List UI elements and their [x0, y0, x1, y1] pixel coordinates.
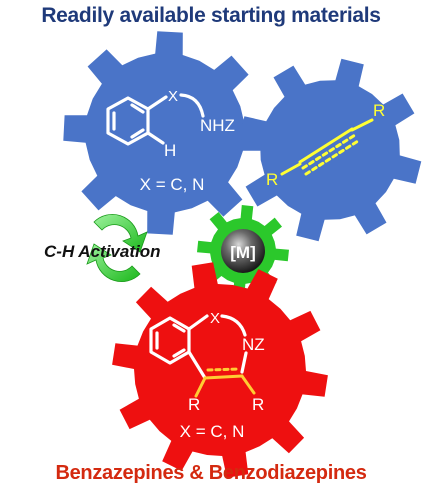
starting-arene-structure [106, 93, 205, 146]
x-equals-label-bottom: X = C, N [180, 422, 245, 441]
nz-label: NZ [242, 335, 265, 354]
metal-label: [M] [230, 243, 255, 262]
title-top: Readily available starting materials [41, 4, 381, 27]
product-structure [149, 314, 248, 380]
title-bottom: Benzazepines & Benzodiazepines [55, 462, 367, 484]
r-label-right: R [252, 395, 264, 414]
gear-blue-left-shape [63, 31, 267, 235]
x-equals-label-top: X = C, N [140, 175, 205, 194]
nhz-label: NHZ [200, 116, 235, 135]
x-label-top: X [168, 88, 178, 105]
gear-blue-left [63, 31, 267, 235]
r-label-top: R [373, 101, 385, 120]
alkyne-structure [280, 118, 374, 176]
metal-sphere-icon [221, 229, 265, 273]
h-label: H [164, 141, 176, 160]
r-label-bottom: R [266, 170, 278, 189]
product-alkene [194, 367, 256, 398]
recycle-arrows-icon [86, 213, 148, 283]
x-label-bottom: X [210, 310, 220, 327]
ch-activation-label: C-H Activation [44, 242, 161, 261]
r-label-left: R [188, 395, 200, 414]
